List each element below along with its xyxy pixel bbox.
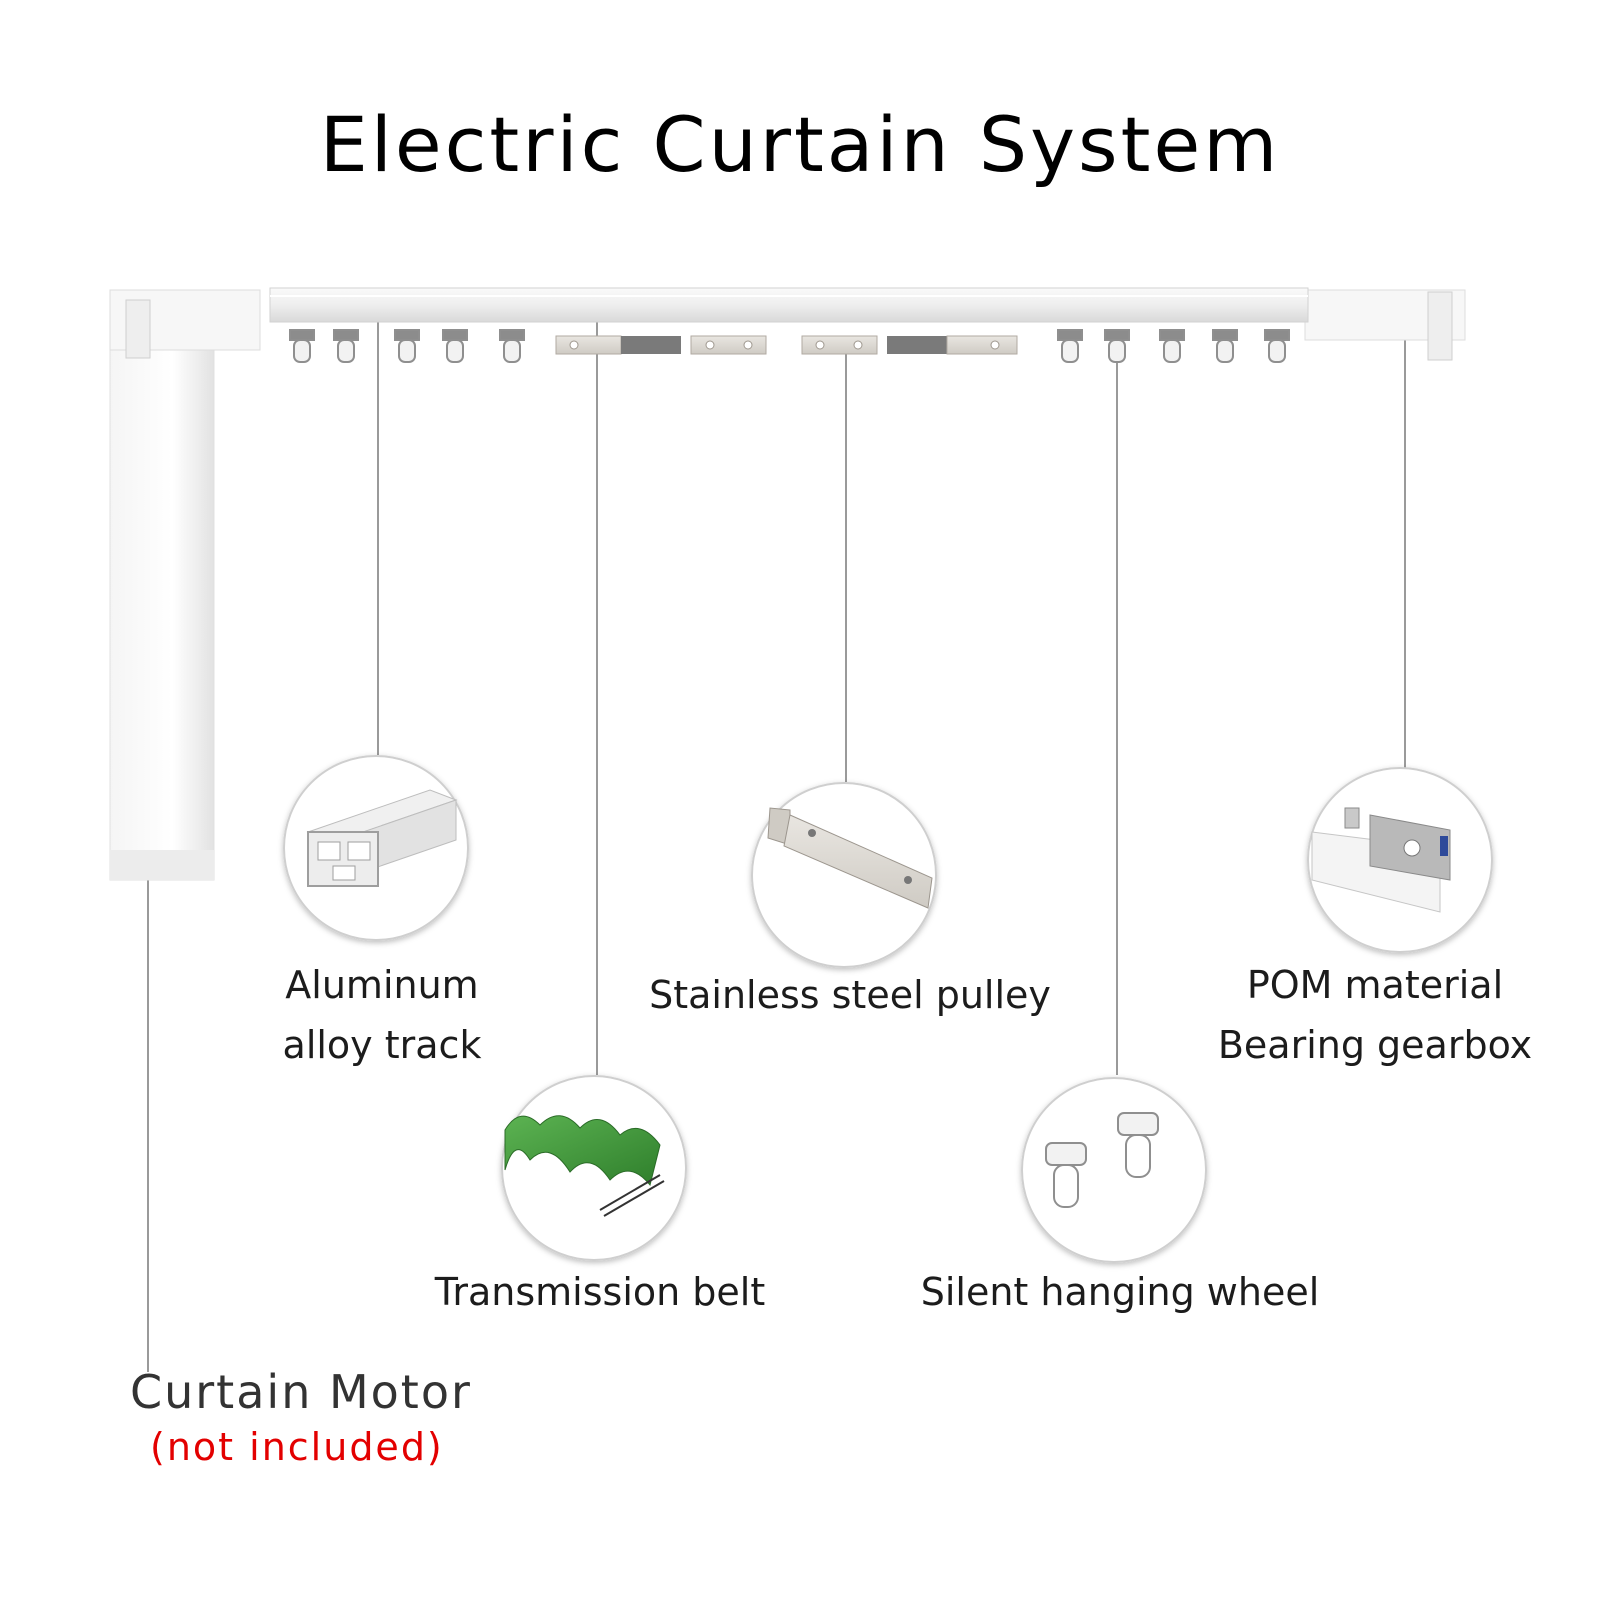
label-pom-gearbox-line1: POM material bbox=[1246, 963, 1504, 1007]
page-title: Electric Curtain System bbox=[319, 100, 1281, 189]
hanger bbox=[394, 329, 420, 363]
aluminum-rail bbox=[269, 287, 1309, 323]
curtain-motor bbox=[109, 289, 261, 881]
curtain-motor-label: Curtain Motor bbox=[130, 1365, 472, 1419]
right-end-cap bbox=[1304, 289, 1466, 361]
label-pom-gearbox-line2: Bearing gearbox bbox=[1217, 1023, 1533, 1067]
hanger bbox=[442, 329, 468, 363]
silent-wheel-image bbox=[1021, 1077, 1207, 1263]
label-aluminum-track: Aluminum alloy track bbox=[262, 955, 502, 1075]
label-aluminum-track-line2: alloy track bbox=[282, 1023, 482, 1067]
pom-gearbox-image bbox=[1307, 767, 1493, 953]
curtain-motor-note: (not included) bbox=[150, 1425, 444, 1469]
hanger bbox=[1212, 329, 1238, 363]
hanger bbox=[1104, 329, 1130, 363]
transmission-belt-image bbox=[501, 1075, 687, 1261]
label-transmission-belt: Transmission belt bbox=[434, 1270, 766, 1314]
label-aluminum-track-line1: Aluminum bbox=[285, 963, 479, 1007]
label-silent-wheel: Silent hanging wheel bbox=[920, 1270, 1320, 1314]
label-stainless-pulley: Stainless steel pulley bbox=[649, 973, 1051, 1017]
hanger bbox=[1159, 329, 1185, 363]
stainless-pulley-image bbox=[751, 782, 937, 968]
hanger bbox=[499, 329, 525, 363]
rail-hangers bbox=[289, 329, 1290, 363]
hanger bbox=[1057, 329, 1083, 363]
center-carriers bbox=[555, 335, 1018, 355]
hanger bbox=[289, 329, 315, 363]
hanger bbox=[1264, 329, 1290, 363]
aluminum-track-image bbox=[283, 755, 469, 941]
label-pom-gearbox: POM material Bearing gearbox bbox=[1195, 955, 1555, 1075]
hanger bbox=[333, 329, 359, 363]
